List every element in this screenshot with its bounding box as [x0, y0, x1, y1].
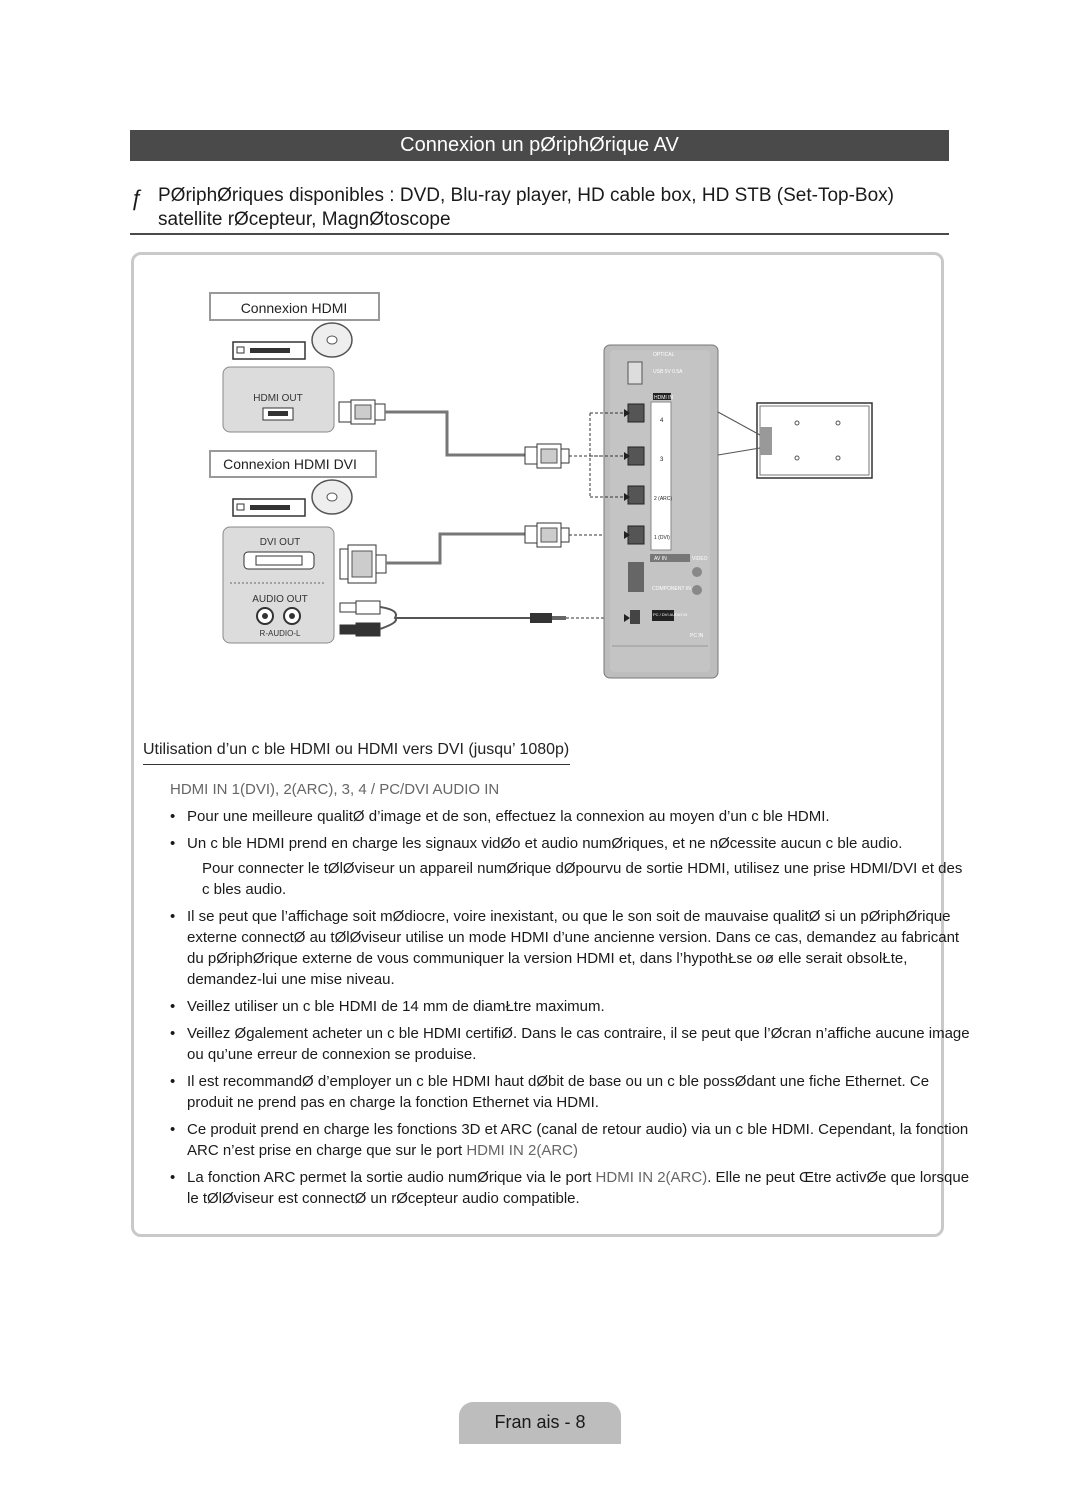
hdmi-plug-player — [338, 399, 386, 425]
usage-divider — [143, 764, 570, 765]
r-audio-l-label: R-AUDIO-L — [260, 629, 301, 638]
port-highlight: HDMI IN 2(ARC) — [466, 1142, 578, 1159]
av-in-label: AV IN — [654, 556, 667, 562]
hdmi-dvi-connection-label: Connexion HDMI DVI — [223, 456, 357, 472]
list-item: •Il est recommandØ d’employer un c ble H… — [170, 1073, 930, 1111]
hdmi-connection-label-box: Connexion HDMI — [209, 292, 380, 321]
component-in-label: COMPONENT IN — [652, 586, 691, 592]
audio-minijack-plug — [530, 613, 566, 623]
hdmi-out-label: HDMI OUT — [253, 393, 302, 404]
hdmi-out-box: HDMI OUT — [222, 366, 335, 433]
tv-back-panel: OPTICAL USB 5V 0.5A HDMI IN 4 3 2 (ARC) … — [603, 344, 719, 679]
usb-port-label: USB 5V 0.5A — [653, 369, 683, 375]
list-subnote: Pour connecter le tØlØviseur un appareil… — [202, 860, 963, 898]
notes-list: •Pour une meilleure qualitØ d’image et d… — [170, 806, 970, 1215]
port-highlight: HDMI IN 2(ARC) — [595, 1169, 708, 1186]
hdmi-plug-tv-1 — [524, 443, 570, 469]
hdmi-port-4-label: 4 — [660, 418, 664, 424]
hdmi-in-label: HDMI IN — [654, 395, 674, 401]
list-item: •Veillez Øgalement acheter un c ble HDMI… — [170, 1025, 970, 1063]
video-label: VIDEO — [692, 556, 708, 562]
intro-text: PØriphØriques disponibles : DVD, Blu-ray… — [158, 185, 894, 230]
dvi-out-label: DVI OUT — [260, 537, 301, 548]
connection-diagram: Connexion HDMI HDMI OUT Connexion HDMI D… — [209, 292, 873, 679]
disc-1-icon — [311, 322, 353, 358]
note-icon: ƒ — [130, 185, 143, 210]
list-item: •La fonction ARC permet la sortie audio … — [170, 1169, 970, 1207]
list-item: •Un c ble HDMI prend en charge les signa… — [170, 833, 970, 900]
pc-dvi-audio-in-label: PC / DVI AUDIO IN — [653, 612, 687, 617]
list-item: •Il se peut que l’affichage soit mØdiocr… — [170, 908, 960, 988]
list-item: •Ce produit prend en charge les fonction… — [170, 1121, 969, 1159]
hdmi-port-1-label: 1 (DVI) — [654, 535, 670, 541]
hdmi-port-2-label: 2 (ARC) — [654, 496, 672, 502]
port-arrows — [589, 409, 630, 622]
audio-out-label: AUDIO OUT — [252, 594, 308, 605]
hdmi-dvi-connection-label-box: Connexion HDMI DVI — [209, 450, 377, 478]
hdmi-plug-tv-2 — [524, 522, 570, 548]
hdmi-connection-label: Connexion HDMI — [241, 300, 348, 316]
dvi-audio-out-box: DVI OUT AUDIO OUT R-AUDIO-L — [222, 526, 335, 644]
page-title: Connexion un pØriphØrique AV — [130, 130, 949, 161]
hdmi-port-3-label: 3 — [660, 457, 664, 463]
dvi-plug — [339, 544, 387, 584]
pc-in-label: PC IN — [690, 633, 704, 639]
player-2-icon — [232, 498, 306, 517]
audio-rca-plugs — [339, 600, 381, 637]
content-panel — [131, 252, 944, 1237]
ports-line: HDMI IN 1(DVI), 2(ARC), 3, 4 / PC/DVI AU… — [170, 781, 500, 798]
intro-note: ƒ PØriphØriques disponibles : DVD, Blu-r… — [130, 184, 949, 232]
page-number-tab: Fran ais - 8 — [459, 1402, 621, 1444]
optical-port-label: OPTICAL — [653, 352, 675, 358]
tv-rear-overview-icon — [717, 402, 873, 479]
usage-title: Utilisation d’un c ble HDMI ou HDMI vers… — [143, 741, 570, 758]
intro-divider — [130, 233, 949, 235]
list-item: •Veillez utiliser un c ble HDMI de 14 mm… — [170, 998, 605, 1015]
list-item: •Pour une meilleure qualitØ d’image et d… — [170, 808, 830, 825]
disc-2-icon — [311, 479, 353, 515]
player-1-icon — [232, 341, 306, 360]
